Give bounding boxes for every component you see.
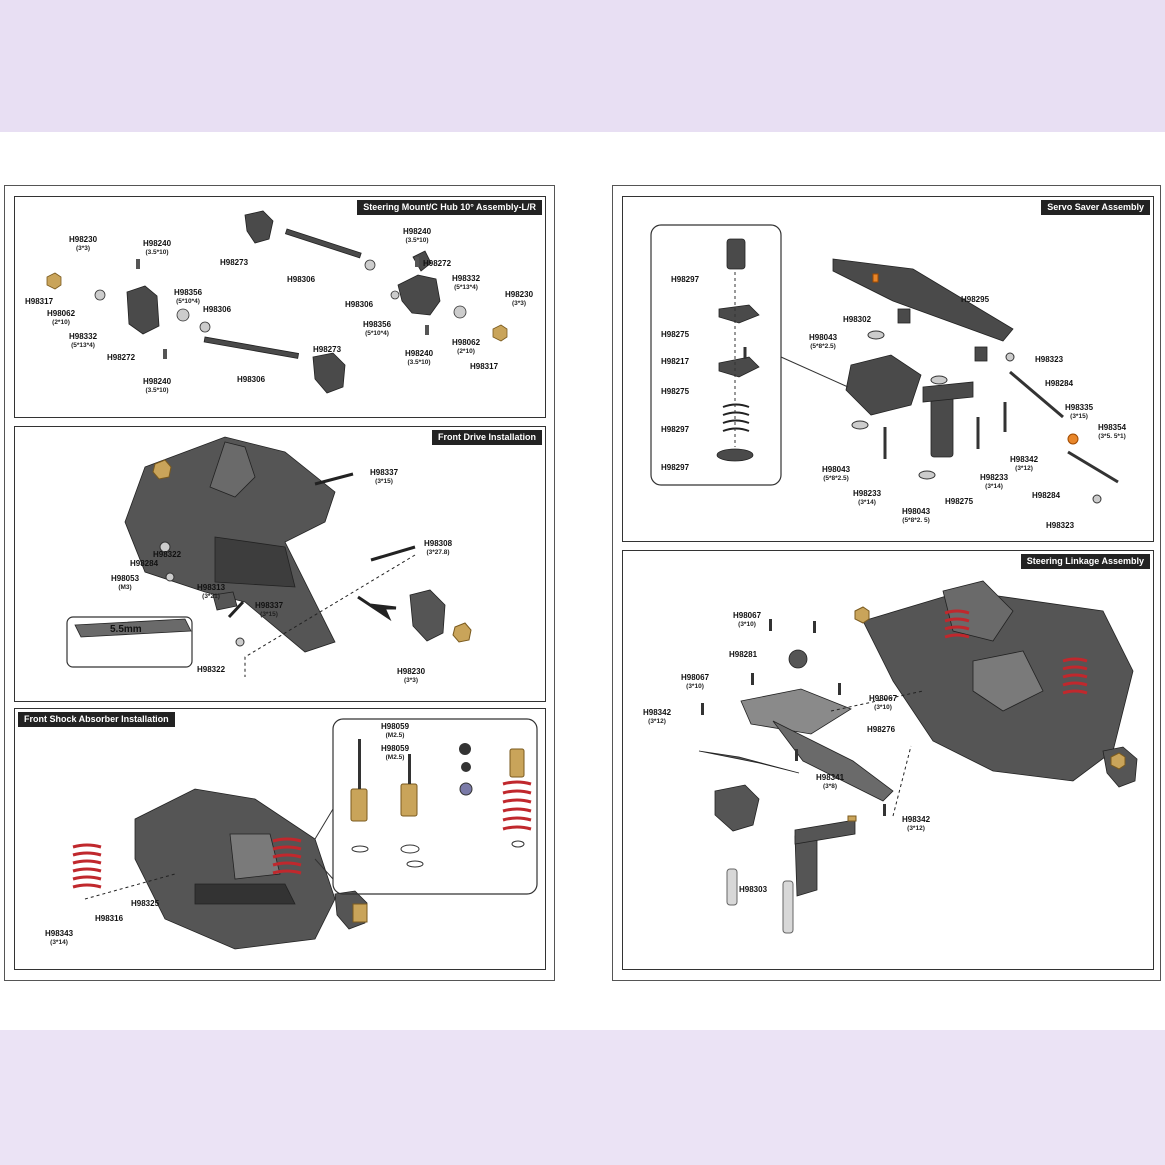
part-label: H98308(3*27.8) — [424, 539, 453, 556]
part-label: H98284 — [1045, 379, 1074, 388]
manual-page-left: Steering Mount/C Hub 10° Assembly-L/R — [4, 185, 555, 981]
panel-title: Front Drive Installation — [431, 430, 542, 445]
part-label: H98343(3*14) — [45, 929, 74, 946]
top-background-band — [0, 0, 1165, 132]
part-label: H98313(3*21) — [197, 583, 226, 600]
part-label: H98275 — [945, 497, 974, 506]
panel-front-shock: Front Shock Absorber Installation H98059… — [14, 708, 546, 970]
part-label: H98230(3*3) — [505, 290, 534, 307]
panel-steering-mount: Steering Mount/C Hub 10° Assembly-L/R — [14, 196, 546, 418]
dimension-label: 5.5mm — [110, 624, 142, 635]
part-label: H98295 — [961, 295, 990, 304]
part-label: H98354(3*5. 5*1) — [1098, 423, 1127, 440]
part-label: H98317 — [470, 362, 499, 371]
part-label: H98306 — [345, 300, 374, 309]
part-label: H98067(3*10) — [733, 611, 762, 628]
part-label: H98273 — [313, 345, 342, 354]
part-label: H98342(3*12) — [902, 815, 931, 832]
part-label: H98275 — [661, 330, 690, 339]
part-label: H98059(M2.5) — [381, 722, 410, 739]
part-label: H98067(3*10) — [681, 673, 710, 690]
front-drive-exploded-diagram — [66, 436, 472, 677]
panel-steering-linkage: Steering Linkage Assembly — [622, 550, 1154, 970]
servo-saver-exploded-diagram — [650, 224, 1119, 504]
panel-front-drive: Front Drive Installation 5.5mm H98337(3*… — [14, 426, 546, 702]
part-label: H98337(3*15) — [370, 468, 399, 485]
part-label: H98306 — [237, 375, 266, 384]
part-label: H98317 — [25, 297, 54, 306]
part-label: H98325 — [131, 899, 160, 908]
part-label: H98043(5*8*2.5) — [809, 333, 838, 350]
panel-title: Servo Saver Assembly — [1041, 200, 1150, 215]
part-label: H98341(3*8) — [816, 773, 845, 790]
part-label: H98067(3*10) — [869, 694, 898, 711]
part-label: H98323 — [1035, 355, 1064, 364]
part-label: H98297 — [671, 275, 700, 284]
part-label: H98297 — [661, 425, 690, 434]
part-label: H98230(3*3) — [397, 667, 426, 684]
part-label: H98342(3*12) — [1010, 455, 1039, 472]
part-label: H98272 — [107, 353, 136, 362]
front-shock-exploded-diagram — [72, 718, 538, 950]
steering-mount-exploded-diagram — [46, 210, 508, 394]
part-label: H98233(3*14) — [853, 489, 882, 506]
part-label: H98284 — [1032, 491, 1061, 500]
panel-servo-saver: Servo Saver Assembly H98297 H — [622, 196, 1154, 542]
steering-linkage-exploded-diagram — [698, 580, 1138, 934]
part-label: H98356(5*10*4) — [174, 288, 203, 305]
part-label: H98356(5*10*4) — [363, 320, 392, 337]
part-label: H98059(M2.5) — [381, 744, 410, 761]
part-label: H98337(3*15) — [255, 601, 284, 618]
part-label: H98043(5*8*2. 5) — [902, 507, 931, 524]
part-label: H98306 — [203, 305, 232, 314]
part-label: H98306 — [287, 275, 316, 284]
part-label: H98276 — [867, 725, 896, 734]
part-label: H98062(2*10) — [47, 309, 76, 326]
part-label: H98062(2*10) — [452, 338, 481, 355]
panel-title: Steering Linkage Assembly — [1020, 554, 1150, 569]
part-label: H98240(3.5*10) — [405, 349, 434, 366]
part-label: H98053(M3) — [111, 574, 140, 591]
part-label: H98332(5*13*4) — [69, 332, 98, 349]
part-label: H98335(3*15) — [1065, 403, 1094, 420]
part-label: H98273 — [220, 258, 249, 267]
part-label: H98230(3*3) — [69, 235, 98, 252]
part-label: H98342(3*12) — [643, 708, 672, 725]
part-label: H98322 — [197, 665, 226, 674]
part-label: H98323 — [1046, 521, 1075, 530]
part-label: H98240(3.5*10) — [143, 239, 172, 256]
part-label: H98297 — [661, 463, 690, 472]
part-label: H98284 — [130, 559, 159, 568]
part-label: H98233(3*14) — [980, 473, 1009, 490]
part-label: H98281 — [729, 650, 758, 659]
part-label: H98322 — [153, 550, 182, 559]
part-label: H98316 — [95, 914, 124, 923]
part-label: H98272 — [423, 259, 452, 268]
panel-title: Steering Mount/C Hub 10° Assembly-L/R — [357, 200, 542, 215]
manual-page-right: Servo Saver Assembly H98297 H — [612, 185, 1161, 981]
part-label: H98275 — [661, 387, 690, 396]
part-label: H98217 — [661, 357, 690, 366]
part-label: H98303 — [739, 885, 768, 894]
panel-title: Front Shock Absorber Installation — [18, 712, 175, 727]
part-label: H98332(5*13*4) — [452, 274, 481, 291]
bottom-background-band — [0, 1030, 1165, 1165]
part-label: H98302 — [843, 315, 872, 324]
part-label: H98240(3.5*10) — [403, 227, 432, 244]
part-label: H98240(3.5*10) — [143, 377, 172, 394]
part-label: H98043(5*8*2.5) — [822, 465, 851, 482]
